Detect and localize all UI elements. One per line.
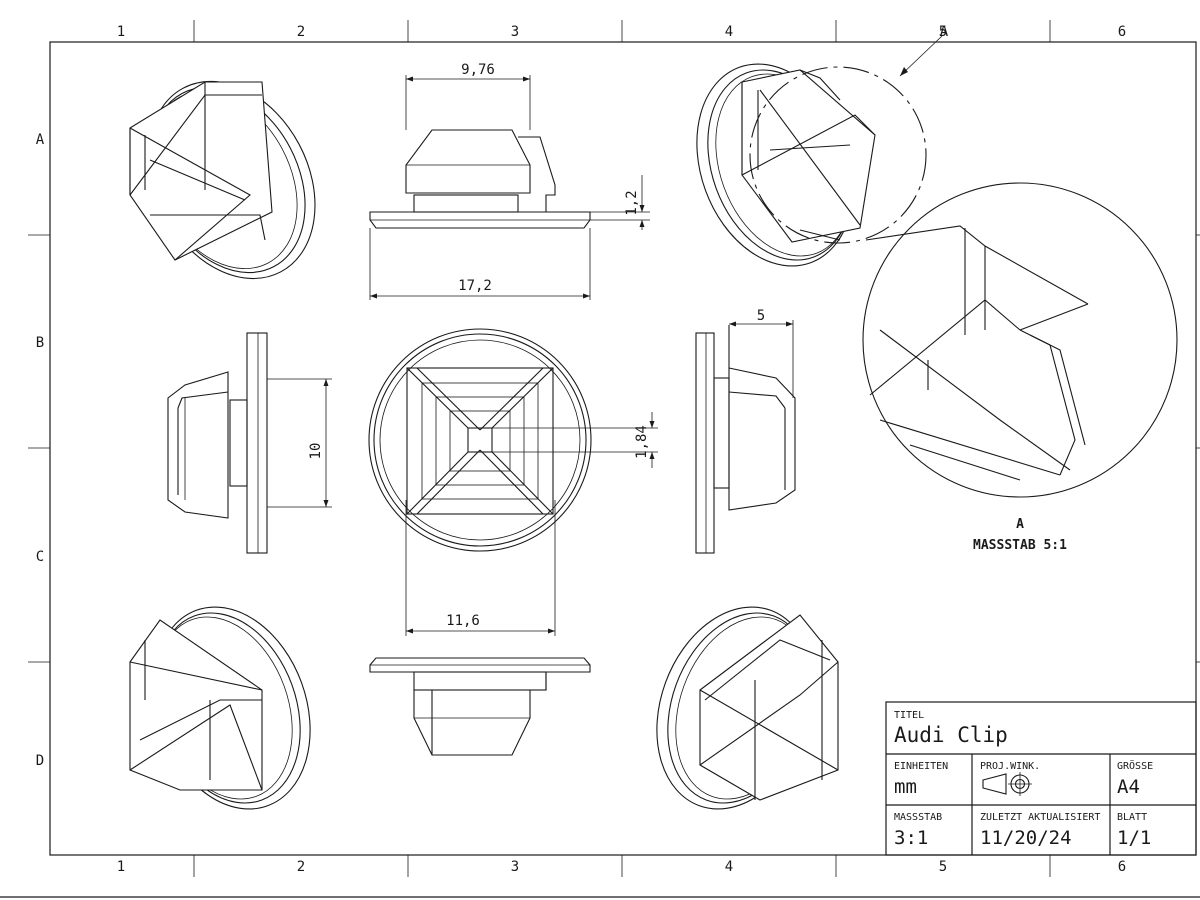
- dimension-5: [729, 320, 794, 398]
- dimension-9-76: [405, 75, 531, 130]
- zone-col-5-bottom: 5: [939, 859, 947, 875]
- zone-col-3-bottom: 3: [511, 859, 519, 875]
- detail-scale-label: MASSSTAB 5:1: [973, 538, 1067, 553]
- dim-label-9-76: 9,76: [461, 62, 495, 78]
- detail-view-a: [862, 182, 1178, 498]
- zone-col-4-top: 4: [725, 24, 733, 40]
- zone-row-a: A: [36, 132, 45, 148]
- title-block: [885, 701, 1197, 856]
- title-label: TITEL: [894, 710, 924, 721]
- detail-label-a: A: [1016, 517, 1024, 532]
- units-value: mm: [894, 776, 917, 798]
- dimension-1-2: [590, 175, 650, 230]
- view-side-left: [167, 332, 268, 554]
- iso-view-top-left: [129, 80, 316, 280]
- sheet-value: 1/1: [1117, 827, 1151, 849]
- dim-label-1-84: 1,84: [634, 425, 650, 459]
- zone-col-1-top: 1: [117, 24, 125, 40]
- zone-col-6-top: 6: [1118, 24, 1126, 40]
- iso-view-top-right: [696, 63, 876, 267]
- iso-view-bottom-left: [129, 606, 311, 810]
- scale-label: MASSSTAB: [894, 812, 942, 823]
- zone-row-b: B: [36, 335, 44, 351]
- updated-value: 11/20/24: [980, 827, 1072, 849]
- dim-label-17-2: 17,2: [458, 278, 492, 294]
- dimension-1-84: [492, 412, 658, 468]
- zone-col-4-bottom: 4: [725, 859, 733, 875]
- drawing-title: Audi Clip: [894, 723, 1008, 747]
- scale-value: 3:1: [894, 827, 928, 849]
- size-label: GRÖSSE: [1117, 759, 1153, 772]
- view-side-right: [695, 325, 796, 554]
- dim-label-1-2: 1,2: [624, 190, 640, 215]
- zone-col-2-bottom: 2: [297, 859, 305, 875]
- zone-col-1-bottom: 1: [117, 859, 125, 875]
- projection-label: PROJ.WINK.: [980, 761, 1040, 772]
- detail-marker-letter: A: [940, 24, 949, 40]
- drawing-frame: [0, 20, 1200, 898]
- zone-row-d: D: [36, 753, 44, 769]
- size-value: A4: [1117, 776, 1140, 798]
- iso-view-bottom-right: [656, 606, 839, 810]
- dimension-17-2: [369, 228, 591, 300]
- zone-row-c: C: [36, 549, 44, 565]
- zone-col-2-top: 2: [297, 24, 305, 40]
- dim-label-5: 5: [757, 308, 765, 324]
- dim-label-11-6: 11,6: [446, 613, 480, 629]
- zone-col-3-top: 3: [511, 24, 519, 40]
- zone-col-5-top: 5: [939, 24, 947, 40]
- view-front-top: [369, 129, 591, 229]
- view-front-bottom: [369, 657, 591, 756]
- first-angle-projection-icon: [982, 772, 1032, 796]
- detail-circle-marker: [749, 35, 943, 244]
- units-label: EINHEITEN: [894, 761, 948, 772]
- dim-label-10: 10: [308, 443, 324, 460]
- view-plan-center: [368, 328, 592, 552]
- dimension-10: [267, 378, 332, 508]
- updated-label: ZULETZT AKTUALISIERT: [980, 812, 1100, 823]
- zone-col-6-bottom: 6: [1118, 859, 1126, 875]
- sheet-label: BLATT: [1117, 812, 1147, 823]
- dimension-11-6: [405, 500, 556, 636]
